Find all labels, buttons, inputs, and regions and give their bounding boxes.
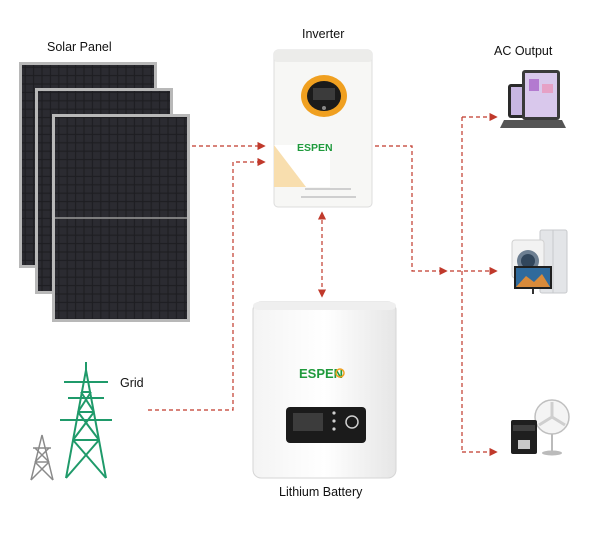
battery-logo-sun-icon xyxy=(335,368,345,378)
inverter-label: Inverter xyxy=(302,27,345,41)
solar-panel-label: Solar Panel xyxy=(47,40,112,54)
lithium-battery-label: Lithium Battery xyxy=(279,485,363,499)
flow-grid-to-inverter xyxy=(148,157,266,411)
lithium-battery-device: ESPEN xyxy=(252,301,397,479)
inverter-lcd-screen xyxy=(313,88,335,100)
ac-output-label: AC Output xyxy=(494,44,553,58)
inverter-logo: ESPEN xyxy=(297,142,333,154)
battery-power-button xyxy=(345,415,359,429)
grid-tower-large xyxy=(60,362,112,479)
battery-logo: ESPEN xyxy=(299,366,343,381)
appliances-icon xyxy=(511,229,568,294)
battery-lcd-screen xyxy=(293,413,323,431)
solar-panel xyxy=(52,114,190,322)
solar-panel-array xyxy=(19,62,190,322)
energy-flow-lines xyxy=(148,112,498,457)
inverter-device: ESPEN xyxy=(273,49,373,208)
grid-tower-small xyxy=(30,434,54,481)
flow-inverter-to-ac xyxy=(375,145,448,276)
inverter-accent-stripes xyxy=(274,145,306,187)
laptop-tablet-icon xyxy=(500,70,566,128)
grid-label: Grid xyxy=(120,376,144,390)
coffee-machine-fan-icon xyxy=(511,399,570,456)
